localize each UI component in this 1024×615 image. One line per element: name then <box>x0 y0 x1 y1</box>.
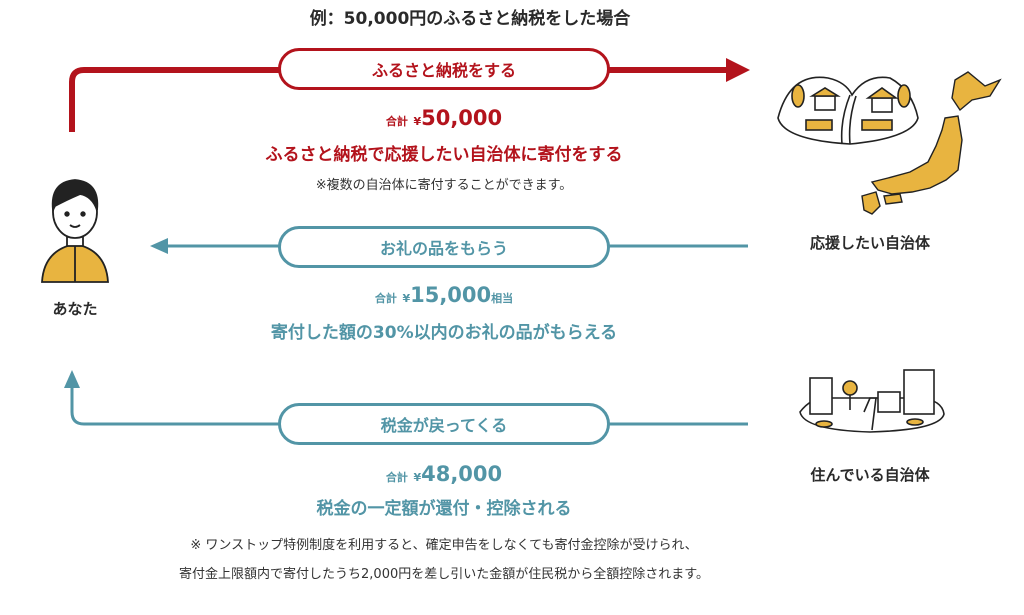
tax-description: 税金の一定額が還付・控除される <box>316 499 572 519</box>
amount: 48,000 <box>421 462 503 486</box>
donate-total: 合計 ¥50,000 <box>0 106 888 130</box>
japan-map-icon <box>861 71 1002 215</box>
currency: ¥ <box>413 115 422 128</box>
currency: ¥ <box>402 292 411 305</box>
donate-note: ※複数の自治体に寄付することができます。 <box>315 178 573 193</box>
city-icon <box>799 369 945 433</box>
donate-pill: ふるさと納税をする <box>278 48 610 90</box>
gift-description: 寄付した額の30%以内のお礼の品がもらえる <box>270 323 618 343</box>
gift-pill: お礼の品をもらう <box>278 226 610 268</box>
total-prefix: 合計 <box>374 292 397 305</box>
support-municipality-label: 応援したい自治体 <box>809 234 930 252</box>
gift-total: 合計 ¥15,000相当 <box>0 283 888 307</box>
tax-pill: 税金が戻ってくる <box>278 403 610 445</box>
tax-note-1: ※ ワンストップ特例制度を利用すると、確定申告をしなくても寄付金控除が受けられ、 <box>190 538 698 553</box>
currency: ¥ <box>413 471 422 484</box>
you-label: あなた <box>52 300 98 318</box>
person-icon <box>41 179 109 283</box>
amount: 15,000 <box>410 283 492 307</box>
diagram-title: 例：50,000円のふるさと納税をした場合 <box>309 9 631 29</box>
resident-municipality-label: 住んでいる自治体 <box>810 466 930 484</box>
tax-note-2: 寄付金上限額内で寄付したうち2,000円を差し引いた金額が住民税から全額控除され… <box>179 567 709 582</box>
donate-arrow-line <box>69 67 732 132</box>
tax-arrowhead <box>64 370 80 388</box>
donate-arrowhead <box>726 58 750 82</box>
tax-total: 合計 ¥48,000 <box>0 462 888 486</box>
amount: 50,000 <box>421 106 503 130</box>
tax-arrow-line <box>70 386 748 426</box>
village-icon <box>777 76 919 145</box>
gift-arrowhead <box>150 238 168 254</box>
total-prefix: 合計 <box>385 115 408 128</box>
suffix: 相当 <box>491 292 514 305</box>
donate-description: ふるさと納税で応援したい自治体に寄付をする <box>265 145 623 165</box>
total-prefix: 合計 <box>385 471 408 484</box>
